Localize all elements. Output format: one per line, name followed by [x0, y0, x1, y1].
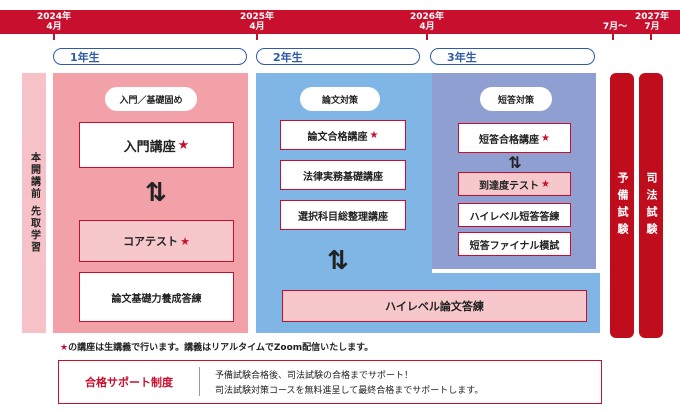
swap-arrows-icon: ⇅: [327, 246, 349, 276]
course-ronbun-kiso: 論文基礎力養成答練: [79, 272, 234, 322]
footnote: ★の講座は生講義で行います。講義はリアルタイムでZoom配信いたします。: [60, 340, 373, 353]
course-tanto-final: 短答ファイナル模試: [458, 232, 571, 256]
preliminary-exam-column: 予備試験: [610, 73, 634, 338]
support-title: 合格サポート制度: [85, 375, 173, 389]
tick-2026: 2026年 4月: [407, 12, 447, 32]
course-toutatsudo-test: 到達度テスト★: [458, 172, 571, 196]
year-label-1: 1年生: [53, 48, 247, 65]
course-label: コアテスト: [123, 235, 179, 248]
tick-year: 2024年: [36, 12, 72, 22]
support-line-1: 予備試験合格後、司法試験の合格までサポート！: [215, 371, 414, 381]
year1-tag: 入門／基礎固め: [105, 87, 197, 111]
tick-mark: [650, 32, 652, 40]
course-tanto-gokaku: 短答合格講座★: [458, 123, 571, 153]
tick-month: 4月: [419, 22, 435, 32]
star-icon: ★: [541, 132, 550, 144]
star-icon: ★: [180, 234, 190, 248]
course-label: 論文合格講座: [307, 131, 368, 143]
star-icon: ★: [177, 137, 190, 153]
course-houritsu-jitsumu: 法律実務基礎講座: [280, 160, 406, 190]
star-icon: ★: [60, 343, 69, 353]
course-label: 入門講座: [123, 139, 176, 155]
course-ronbun-gokaku: 論文合格講座★: [280, 120, 406, 150]
course-highlevel-tanto: ハイレベル短答答練: [458, 203, 571, 227]
tick-mark: [256, 32, 258, 40]
timeline-bar: 2024年 4月 2025年 4月 2026年 4月 7月～ 2027年 7月: [0, 10, 680, 34]
tick-year: 2027年: [634, 12, 670, 22]
course-core-test: コアテスト★: [79, 220, 234, 262]
tick-2024: 2024年 4月: [34, 12, 74, 32]
tick-month: 4月: [249, 22, 265, 32]
tick-year: 2026年: [409, 12, 445, 22]
pre-enrollment-column: 本開講前 先取学習: [22, 73, 46, 333]
footnote-text: の講座は生講義で行います。講義はリアルタイムでZoom配信いたします。: [68, 343, 374, 353]
tick-mark: [53, 32, 55, 40]
tick-mark: [612, 32, 614, 40]
swap-arrows-icon: ⇅: [508, 153, 522, 172]
tick-2027: 2027年 7月: [630, 12, 674, 32]
year3-tag: 短答対策: [480, 87, 552, 111]
support-line-2: 司法試験対策コースを無料進呈して最終合格までサポートします。: [215, 386, 484, 396]
tick-mark: [426, 32, 428, 40]
bar-exam-column: 司法試験: [639, 73, 663, 338]
support-divider: [199, 367, 200, 396]
year2-tag: 論文対策: [300, 87, 380, 111]
tick-year: 2025年: [239, 12, 275, 22]
star-icon: ★: [369, 129, 379, 141]
year-label-3: 3年生: [430, 48, 595, 65]
tick-month: 7月: [644, 22, 660, 32]
star-icon: ★: [541, 178, 550, 190]
course-highlevel-ronbun: ハイレベル論文答練: [282, 290, 587, 322]
course-sentaku-kamoku: 選択科目総整理講座: [280, 200, 406, 230]
swap-arrows-icon: ⇅: [145, 178, 167, 208]
course-label: 到達度テスト: [479, 180, 540, 192]
course-nyumon: 入門講座★: [79, 122, 234, 168]
tick-2025: 2025年 4月: [237, 12, 277, 32]
support-box: 合格サポート制度 予備試験合格後、司法試験の合格までサポート！ 司法試験対策コー…: [58, 360, 602, 404]
year-label-2: 2年生: [256, 48, 420, 65]
tick-month: 4月: [46, 22, 62, 32]
course-label: 短答合格講座: [479, 134, 540, 146]
tick-extra-month: 7月～: [602, 22, 628, 32]
